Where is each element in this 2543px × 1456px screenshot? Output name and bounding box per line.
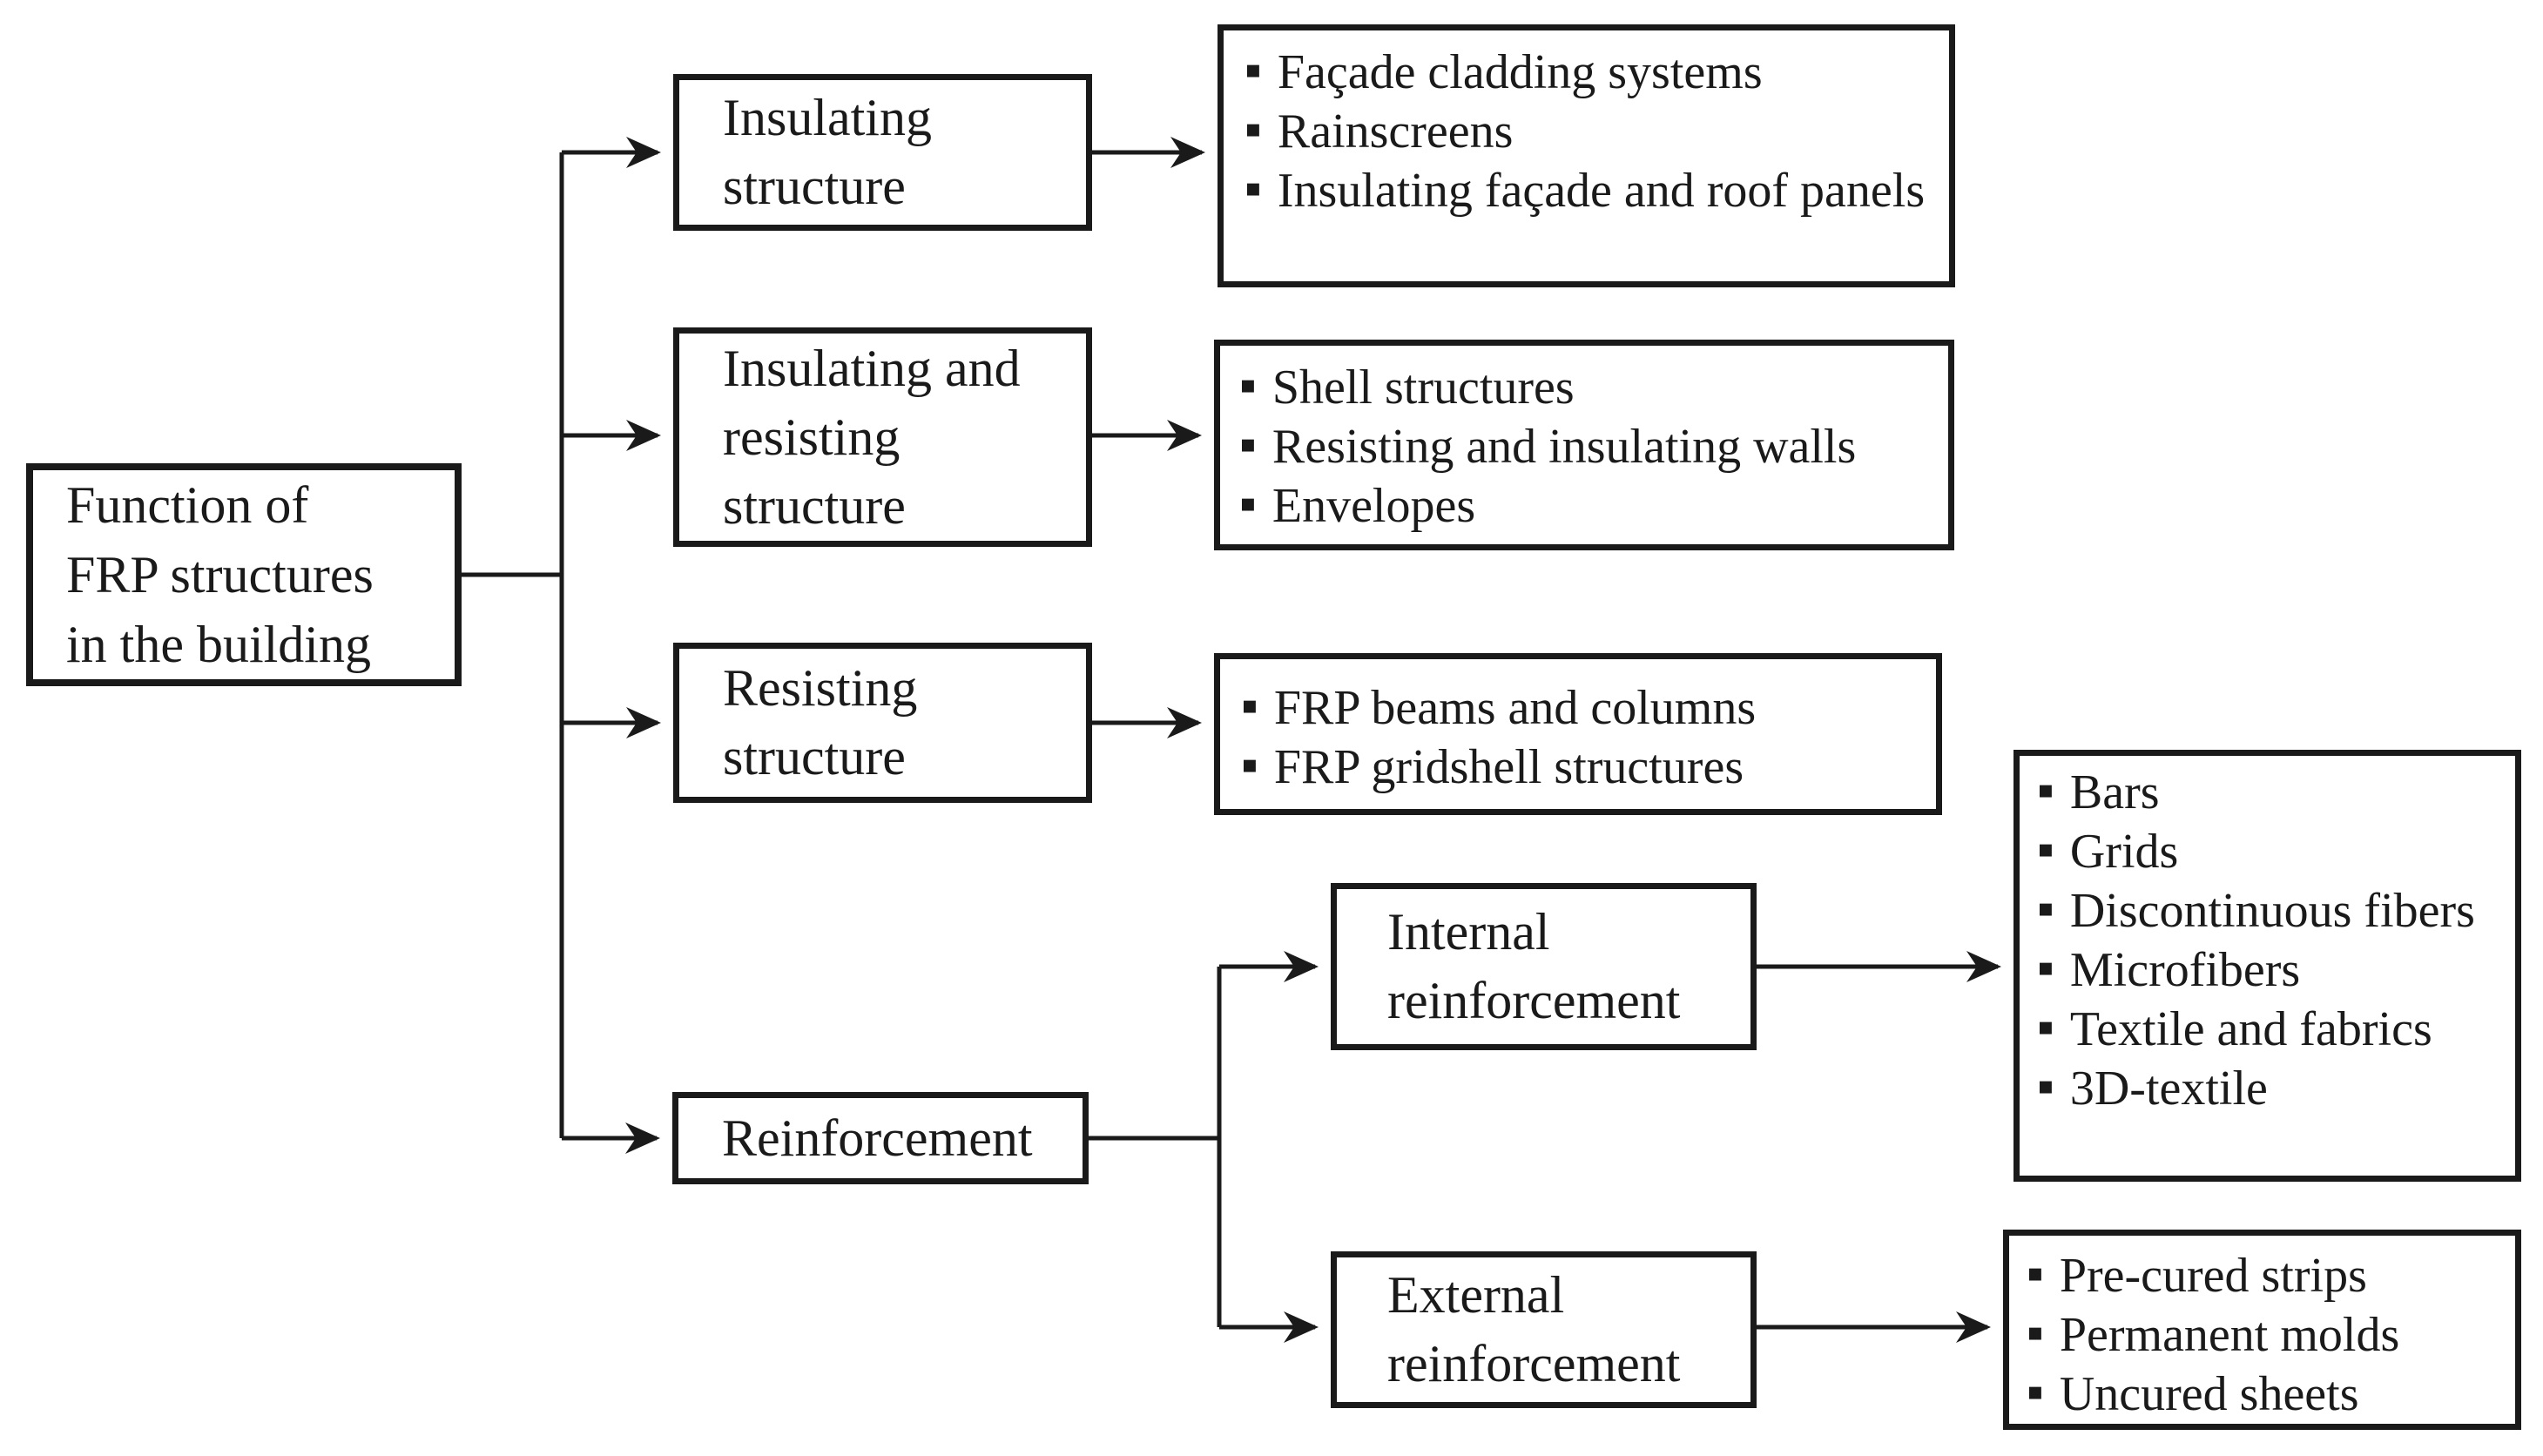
branch-label-line: Insulating and — [723, 339, 1021, 397]
bullet-icon: ▪ — [1241, 679, 1258, 733]
list-item: ▪ Textile and fabrics — [2037, 1000, 2498, 1059]
list-item: ▪ Resisting and insulating walls — [1239, 417, 1929, 476]
bullet-icon: ▪ — [1239, 359, 1257, 413]
bullet-icon: ▪ — [2037, 764, 2054, 818]
bullet-icon: ▪ — [1239, 418, 1257, 472]
branch-insulating-structure: Insulating structure — [673, 74, 1092, 231]
list-item-text: Grids — [2069, 825, 2179, 879]
list-item-text: Insulating façade and roof panels — [1277, 164, 1926, 218]
leaf-list-external-reinforcement: ▪ Pre-cured strips ▪ Permanent molds ▪ Uncu… — [2003, 1230, 2521, 1430]
list-item-text: Resisting and insulating walls — [1272, 420, 1857, 474]
branch-label-line: structure — [723, 476, 906, 535]
bullet-icon: ▪ — [2037, 1060, 2054, 1114]
list-item: ▪ FRP gridshell structures — [1241, 738, 1915, 797]
bullet-icon: ▪ — [1245, 44, 1262, 98]
branch-label-line: Internal — [1387, 903, 1550, 961]
branch-insulating-and-resisting-structure: Insulating and resisting structure — [673, 327, 1092, 547]
bullet-icon: ▪ — [2027, 1365, 2044, 1419]
list-item-text: Bars — [2069, 765, 2160, 819]
bullet-icon: ▪ — [1239, 477, 1257, 531]
bullet-icon: ▪ — [1241, 738, 1258, 792]
root-label-line: FRP structures — [66, 546, 374, 603]
list-item: ▪ Envelopes — [1239, 476, 1929, 536]
leaf-list-internal-reinforcement: ▪ Bars ▪ Grids ▪ Discontinuous fibers ▪ Micr… — [2013, 750, 2521, 1182]
bullet-icon: ▪ — [2037, 882, 2054, 936]
branch-label-line: External — [1387, 1266, 1565, 1324]
root-label-line: Function of — [66, 476, 309, 534]
list-item: ▪ Insulating façade and roof panels — [1245, 161, 1928, 220]
list-item: ▪ Shell structures — [1239, 358, 1929, 417]
leaf-list-insulating: ▪ Façade cladding systems ▪ Rainscreens ▪ I… — [1218, 24, 1955, 287]
list-item-text: Textile and fabrics — [2069, 1002, 2432, 1056]
branch-label-line: Resisting — [723, 659, 918, 717]
list-item: ▪ Bars — [2037, 763, 2498, 822]
leaf-list-insulating-resisting: ▪ Shell structures ▪ Resisting and insulat… — [1214, 340, 1954, 550]
list-item: ▪ Façade cladding systems — [1245, 43, 1928, 102]
list-item-text: FRP gridshell structures — [1273, 740, 1744, 794]
list-item-text: Permanent molds — [2059, 1308, 2400, 1362]
bullet-icon: ▪ — [2037, 941, 2054, 995]
list-item: ▪ FRP beams and columns — [1241, 678, 1915, 738]
list-item: ▪ Permanent molds — [2027, 1305, 2498, 1365]
list-item-text: Uncured sheets — [2059, 1367, 2359, 1421]
list-item-text: Shell structures — [1272, 361, 1575, 415]
list-item: ▪ Grids — [2037, 822, 2498, 881]
bullet-icon: ▪ — [2027, 1247, 2044, 1301]
list-item: ▪ Microfibers — [2037, 940, 2498, 1000]
bullet-icon: ▪ — [2037, 823, 2054, 877]
leaf-list-resisting: ▪ FRP beams and columns ▪ FRP gridshell st… — [1214, 653, 1942, 815]
bullet-icon: ▪ — [2027, 1306, 2044, 1360]
list-item-text: Microfibers — [2069, 943, 2301, 997]
branch-label-line: Reinforcement — [722, 1109, 1033, 1167]
list-item: ▪ Pre-cured strips — [2027, 1246, 2498, 1305]
list-item-text: Envelopes — [1272, 479, 1476, 533]
branch-label-line: structure — [723, 728, 906, 785]
branch-resisting-structure: Resisting structure — [673, 643, 1092, 803]
branch-label-line: reinforcement — [1387, 1335, 1681, 1392]
bullet-icon: ▪ — [1245, 103, 1262, 157]
list-item-text: Rainscreens — [1277, 104, 1514, 158]
branch-external-reinforcement: External reinforcement — [1331, 1251, 1757, 1408]
list-item-text: FRP beams and columns — [1273, 681, 1757, 735]
branch-label-line: reinforcement — [1387, 972, 1681, 1029]
list-item-text: Discontinuous fibers — [2069, 884, 2475, 938]
list-item-text: Pre-cured strips — [2059, 1249, 2367, 1303]
root-label-line: in the building — [66, 616, 371, 673]
branch-reinforcement: Reinforcement — [672, 1092, 1089, 1184]
list-item-text: Façade cladding systems — [1277, 45, 1763, 99]
list-item: ▪ 3D-textile — [2037, 1059, 2498, 1118]
branch-label-line: Insulating — [723, 89, 932, 146]
list-item: ▪ Uncured sheets — [2027, 1365, 2498, 1424]
list-item: ▪ Rainscreens — [1245, 102, 1928, 161]
list-item: ▪ Discontinuous fibers — [2037, 881, 2498, 940]
list-item-text: 3D-textile — [2069, 1062, 2268, 1116]
bullet-icon: ▪ — [2037, 1001, 2054, 1055]
branch-label-line: resisting — [723, 408, 901, 466]
root-node: Function of FRP structures in the buildi… — [26, 463, 462, 686]
branch-label-line: structure — [723, 158, 906, 215]
branch-internal-reinforcement: Internal reinforcement — [1331, 883, 1757, 1050]
bullet-icon: ▪ — [1245, 162, 1262, 216]
